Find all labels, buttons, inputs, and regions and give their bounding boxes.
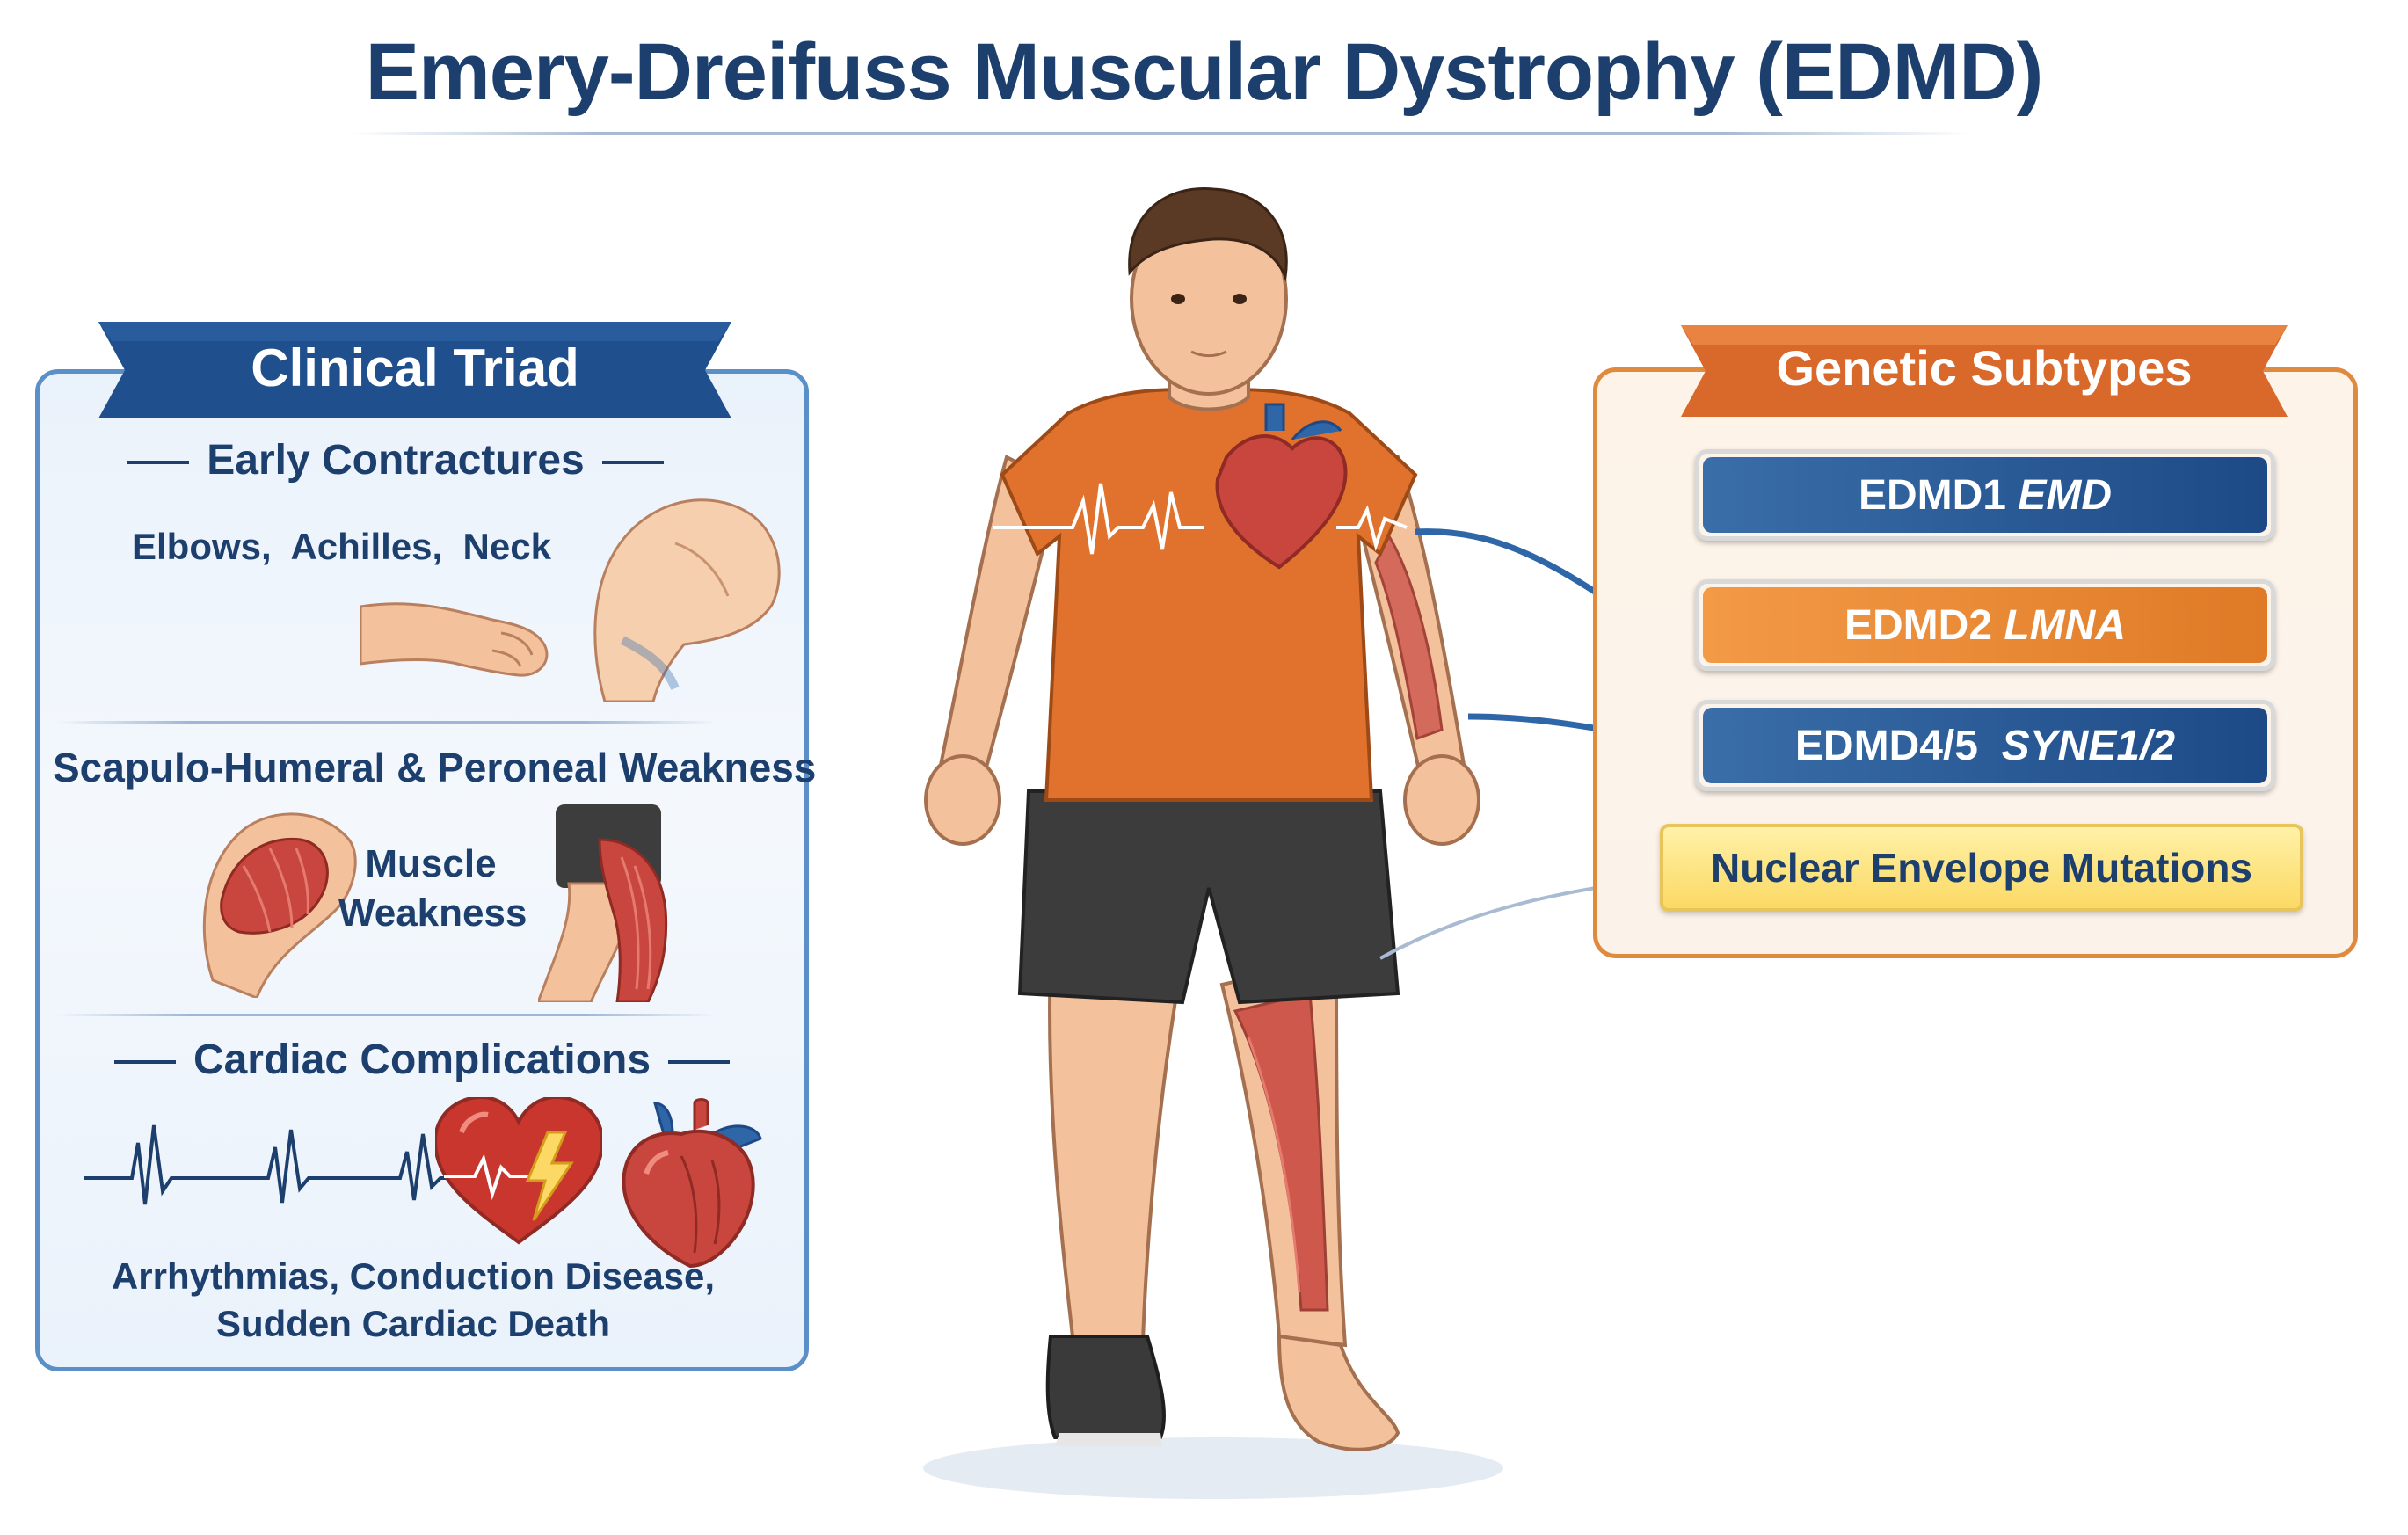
subtype-edmd1-name: EDMD1 (1858, 471, 2006, 519)
anatomical-heart-icon (622, 1098, 762, 1269)
page-title: Emery-Dreifuss Muscular Dystrophy (EDMD) (365, 27, 2044, 117)
subtype-edmd1-gene: EMD (2018, 471, 2113, 519)
leg-muscle-icon (538, 804, 668, 1002)
subtype-edmd4-5-name: EDMD4/5 (1794, 722, 1990, 769)
genetic-subtypes-title: Genetic Subtypes (1776, 340, 2193, 396)
subtype-edmd1: EDMD1 EMD (1695, 449, 2275, 541)
early-contractures-label: Early Contractures (207, 437, 585, 484)
clinical-triad-title: Clinical Triad (251, 338, 579, 397)
muscle-weakness-line2: Weakness (338, 891, 527, 935)
contractures-detail: Elbows, Achilles, Neck (132, 526, 551, 567)
muscle-weakness-line1: Muscle (365, 842, 497, 885)
arm-flex-icon (360, 602, 549, 677)
section-divider-2 (57, 1014, 717, 1016)
ecg-icon (84, 1124, 497, 1205)
patient-figure (923, 186, 1503, 1499)
early-contractures-heading: Early Contractures (88, 436, 703, 484)
nuclear-envelope-label: Nuclear Envelope Mutations (1660, 824, 2303, 912)
subtype-edmd4-5-gene: SYNE1/2 (2001, 722, 2176, 769)
cardiac-detail-line1: Arrhythmias, Conduction Disease, (111, 1255, 716, 1297)
subtype-edmd2: EDMD2 LMNA (1695, 579, 2275, 671)
genetic-subtypes-ribbon: Genetic Subtypes (1681, 325, 2288, 417)
subtype-edmd2-name: EDMD2 (1844, 601, 1993, 649)
title-divider (352, 132, 1969, 135)
section-divider-1 (57, 721, 717, 724)
weakness-heading: Scapulo-Humeral & Peroneal Weakness (53, 745, 817, 790)
cardiac-label: Cardiac Complications (193, 1037, 651, 1083)
clinical-triad-ribbon: Clinical Triad (98, 322, 731, 418)
subtype-edmd4-5: EDMD4/5 SYNE1/2 (1695, 700, 2275, 791)
heart-lightning-icon (435, 1097, 602, 1245)
shoulder-muscle-icon (202, 812, 357, 998)
cardiac-detail-line2: Sudden Cardiac Death (215, 1303, 611, 1344)
subtype-edmd2-gene: LMNA (2004, 601, 2126, 649)
knee-icon (593, 498, 781, 702)
cardiac-heading: Cardiac Complications (79, 1036, 765, 1084)
